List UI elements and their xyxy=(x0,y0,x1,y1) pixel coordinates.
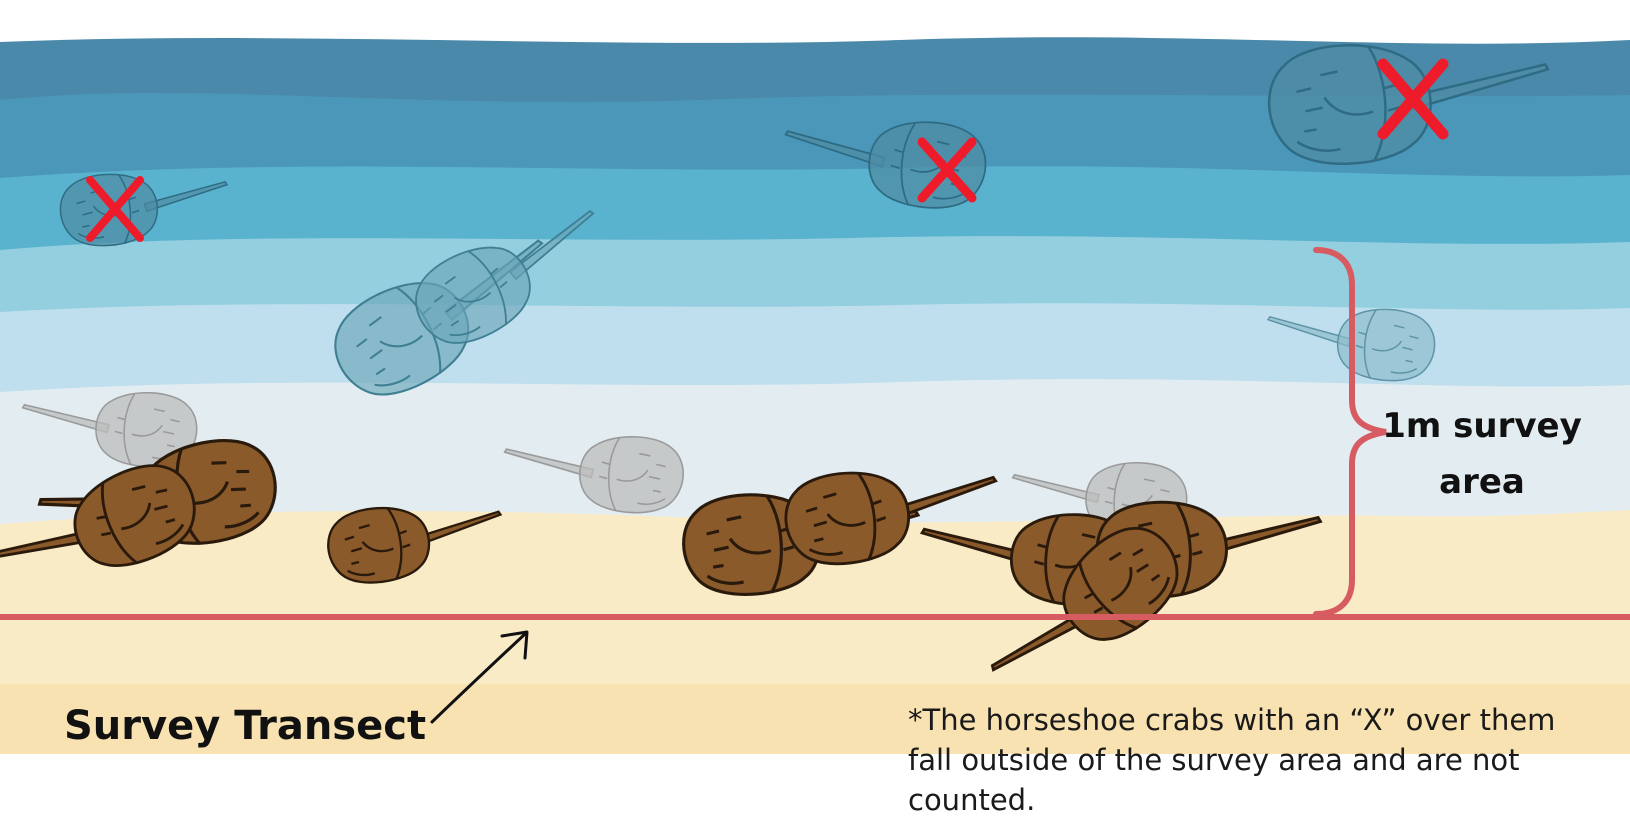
footnote: *The horseshoe crabs with an “X” over th… xyxy=(908,700,1608,820)
top-white-edge xyxy=(0,0,1630,44)
survey-area-label: 1m survey area xyxy=(1372,398,1592,510)
beach-scene xyxy=(0,0,1630,754)
transect-label: Survey Transect xyxy=(64,700,426,752)
